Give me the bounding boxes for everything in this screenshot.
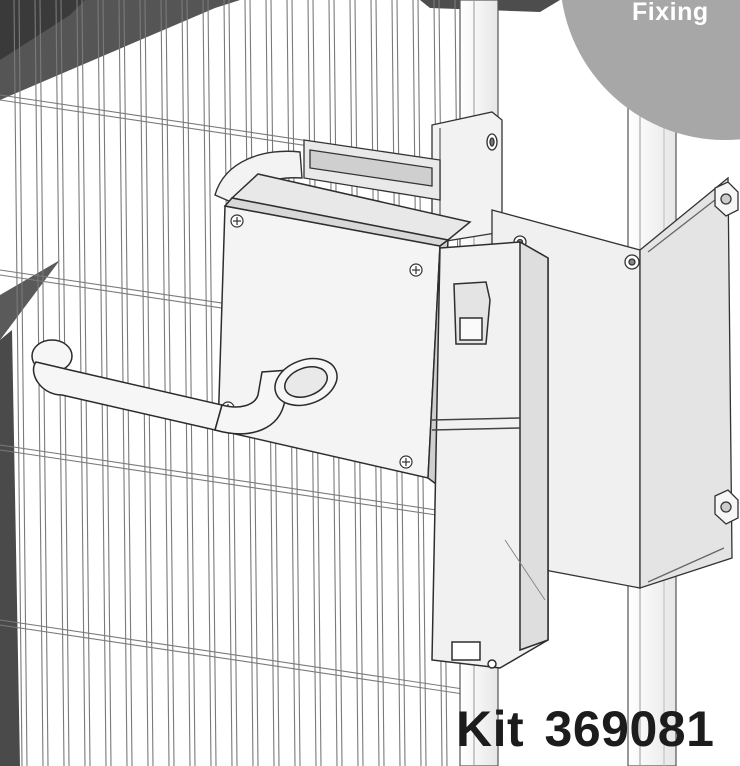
mesh-vertical-bar xyxy=(165,0,175,766)
safety-switch xyxy=(431,240,549,669)
mesh-vertical-bar xyxy=(181,0,191,766)
mesh-vertical-bar xyxy=(13,0,23,766)
mesh-horizontal-bar xyxy=(0,449,471,521)
mesh-vertical-bar xyxy=(18,0,28,766)
mesh-vertical-bar xyxy=(144,0,154,766)
mesh-horizontal-bar xyxy=(0,619,471,691)
mesh-vertical-bar xyxy=(186,0,196,766)
fixing-label: Fixing xyxy=(632,0,709,26)
mesh-vertical-bar xyxy=(202,0,212,766)
mesh-horizontal-bar xyxy=(0,444,471,516)
mesh-vertical-bar xyxy=(139,0,149,766)
mesh-vertical-bar xyxy=(207,0,217,766)
door-handle xyxy=(31,339,338,435)
mesh-vertical-bar xyxy=(160,0,170,766)
lock-body xyxy=(217,173,472,486)
kit-label: Kit 369081 xyxy=(456,701,715,757)
mesh-horizontal-bar xyxy=(0,624,471,696)
